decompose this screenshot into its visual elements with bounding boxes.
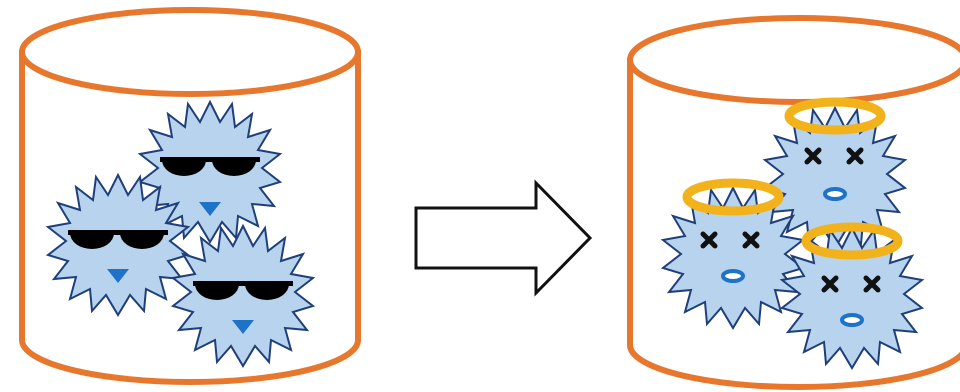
mouth-icon	[721, 269, 745, 283]
beak-icon	[232, 320, 254, 334]
left-germ-left	[47, 174, 189, 316]
right-arrow-icon	[414, 179, 593, 297]
beak-icon	[107, 269, 129, 283]
right-germ-top	[764, 97, 906, 249]
x-eyes-icon	[821, 275, 881, 293]
mouth-icon	[823, 187, 847, 201]
right-germ-right	[781, 222, 923, 369]
halo-icon	[801, 222, 903, 260]
sunglasses-icon	[160, 157, 260, 176]
left-germ-top	[139, 101, 281, 243]
x-eyes-icon	[804, 147, 864, 165]
left-germ-right	[172, 225, 314, 367]
sunglasses-icon	[193, 281, 293, 300]
mouth-icon	[840, 313, 864, 327]
x-eyes-icon	[700, 231, 760, 249]
right-germ-left	[662, 178, 804, 329]
beak-icon	[199, 202, 221, 216]
halo-icon	[682, 178, 784, 216]
halo-icon	[784, 97, 886, 135]
sunglasses-icon	[68, 230, 168, 249]
